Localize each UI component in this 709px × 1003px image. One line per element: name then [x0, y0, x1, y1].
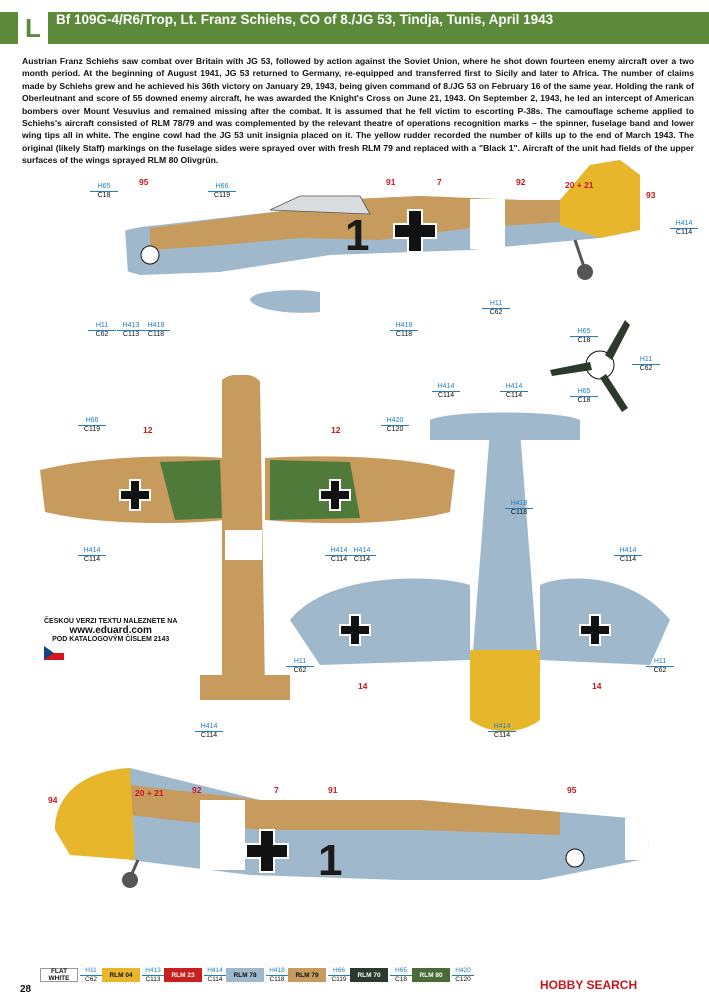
marking-number: 92: [192, 785, 202, 795]
left-side-profile: 1: [95, 160, 640, 313]
marking-number: 20 + 21: [565, 180, 594, 190]
profile-header: L Bf 109G-4/R6/Trop, Lt. Franz Schiehs, …: [0, 12, 709, 44]
marking-number: 92: [516, 177, 526, 187]
marking-number: 91: [328, 785, 338, 795]
marking-number: 14: [592, 681, 602, 691]
marking-number: 95: [567, 785, 577, 795]
marking-number: 12: [143, 425, 153, 435]
czech-version-note: ČESKOU VERZI TEXTU NALEZNETE NA www.edua…: [44, 618, 178, 643]
marking-number: 7: [274, 785, 279, 795]
top-view: [40, 363, 455, 700]
right-side-profile: 1: [55, 768, 649, 888]
bottom-view: [290, 412, 670, 732]
website-link[interactable]: www.eduard.com: [69, 625, 152, 636]
czech-flag-icon: [44, 646, 64, 660]
marking-number: 7: [437, 177, 442, 187]
marking-number: 94: [48, 795, 58, 805]
watermark: HOBBY SEARCH: [540, 978, 638, 992]
marking-number: 91: [386, 177, 396, 187]
svg-text:1: 1: [318, 836, 342, 885]
profile-letter: L: [18, 12, 48, 44]
history-text: Austrian Franz Schiehs saw combat over B…: [22, 56, 694, 166]
marking-number: 93: [646, 190, 656, 200]
profile-title: Bf 109G-4/R6/Trop, Lt. Franz Schiehs, CO…: [56, 12, 554, 27]
marking-number: 20 + 21: [135, 788, 164, 798]
marking-number: 95: [139, 177, 149, 187]
marking-number: 14: [358, 681, 368, 691]
propeller-front-view: [550, 320, 630, 412]
marking-number: 12: [331, 425, 341, 435]
svg-text:1: 1: [345, 211, 369, 260]
page-number: 28: [20, 984, 32, 995]
